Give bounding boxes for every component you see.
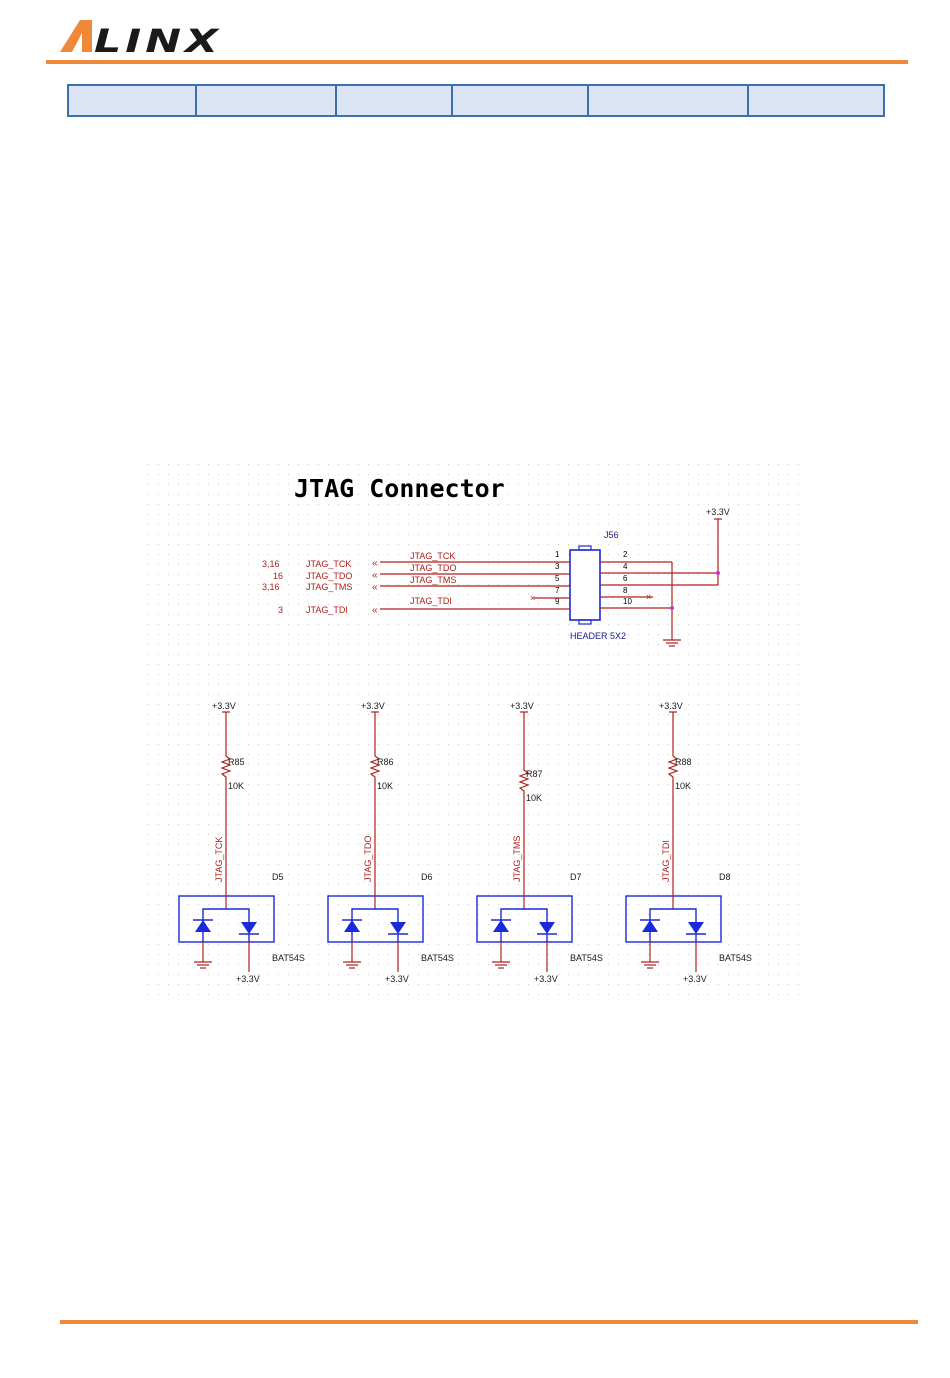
signal-sheet: 3: [278, 605, 283, 615]
pin-number: 5: [555, 574, 560, 583]
alinx-logo: LINX: [60, 20, 222, 60]
signal-net: JTAG_TDI: [410, 596, 452, 606]
svg-text:×: ×: [530, 593, 535, 603]
net-label: JTAG_TDI: [661, 840, 671, 882]
svg-text:«: «: [372, 570, 378, 581]
diode-ref: D5: [272, 872, 284, 882]
header-cell: [67, 84, 197, 117]
power-label: +3.3V: [683, 974, 707, 984]
power-label: +3.3V: [212, 701, 236, 711]
pin-number: 6: [623, 574, 628, 583]
pin-number: 4: [623, 562, 628, 571]
signal-port: JTAG_TMS: [306, 582, 352, 592]
net-label: JTAG_TDO: [363, 836, 373, 882]
protection-block: +3.3V R85 10K JTAG_TCK D5 BAT54S +3.3V: [178, 701, 305, 984]
header-cell: [747, 84, 885, 117]
jtag-header-connector: J56 HEADER 5X2 1 3 5 7 9 2 4 6 8 10: [555, 530, 632, 641]
protection-block: +3.3V R88 10K JTAG_TDI D8 BAT54S +3.3V: [625, 701, 752, 984]
pin-number: 1: [555, 550, 560, 559]
header-cell: [451, 84, 589, 117]
power-label: +3.3V: [534, 974, 558, 984]
connector-power: +3.3V ×: [600, 507, 730, 647]
signal-net: JTAG_TMS: [410, 575, 456, 585]
svg-text:«: «: [372, 605, 378, 616]
jtag-signal-lines: × « « « « 3,16 JTAG_TCK JTAG_TCK 16 JTAG…: [262, 551, 570, 616]
alinx-logo-a-mark: [60, 20, 92, 52]
alinx-logo-text: LINX: [94, 22, 222, 60]
resistor-ref: R86: [377, 757, 394, 767]
diode-ref: D8: [719, 872, 731, 882]
diode-part: BAT54S: [272, 953, 305, 963]
pin-number: 2: [623, 550, 628, 559]
resistor-value: 10K: [675, 781, 691, 791]
diode-part: BAT54S: [421, 953, 454, 963]
signal-sheet: 3,16: [262, 559, 280, 569]
signal-net: JTAG_TCK: [410, 551, 455, 561]
svg-text:«: «: [372, 558, 378, 569]
resistor-value: 10K: [526, 793, 542, 803]
pin-number: 3: [555, 562, 560, 571]
protection-block: +3.3V R86 10K JTAG_TDO D6 BAT54S +3.3V: [327, 701, 454, 984]
power-label: +3.3V: [385, 974, 409, 984]
connector-ref: J56: [604, 530, 619, 540]
resistor-ref: R88: [675, 757, 692, 767]
power-label: +3.3V: [361, 701, 385, 711]
schematic-title: JTAG Connector: [294, 474, 505, 503]
signal-port: JTAG_TDI: [306, 605, 348, 615]
power-label: +3.3V: [659, 701, 683, 711]
header-cell: [587, 84, 749, 117]
resistor-value: 10K: [228, 781, 244, 791]
svg-text:«: «: [372, 582, 378, 593]
diode-ref: D7: [570, 872, 582, 882]
protection-block: +3.3V R87 10K JTAG_TMS D7 BAT54S +3.3V: [476, 701, 603, 984]
resistor-ref: R85: [228, 757, 245, 767]
pin-number: 9: [555, 597, 560, 606]
header-info-table: [67, 84, 885, 117]
diode-ref: D6: [421, 872, 433, 882]
signal-net: JTAG_TDO: [410, 563, 456, 573]
resistor-ref: R87: [526, 769, 543, 779]
header-cell: [195, 84, 337, 117]
pin-number: 8: [623, 586, 628, 595]
signal-port: JTAG_TDO: [306, 571, 352, 581]
pin-number: 10: [623, 597, 632, 606]
footer-divider: [60, 1320, 918, 1324]
signal-sheet: 3,16: [262, 582, 280, 592]
power-label: +3.3V: [510, 701, 534, 711]
header-cell: [335, 84, 453, 117]
header-divider: [46, 60, 908, 64]
diode-part: BAT54S: [570, 953, 603, 963]
net-label: JTAG_TCK: [214, 837, 224, 882]
jtag-schematic: JTAG Connector J56 HEADER 5X2 1 3 5 7 9 …: [148, 464, 802, 1000]
signal-port: JTAG_TCK: [306, 559, 351, 569]
diode-part: BAT54S: [719, 953, 752, 963]
pin-number: 7: [555, 586, 560, 595]
power-label: +3.3V: [236, 974, 260, 984]
signal-sheet: 16: [273, 571, 283, 581]
connector-part: HEADER 5X2: [570, 631, 626, 641]
table-row: [67, 84, 885, 117]
svg-text:×: ×: [646, 592, 651, 602]
net-label: JTAG_TMS: [512, 836, 522, 882]
power-label: +3.3V: [706, 507, 730, 517]
resistor-value: 10K: [377, 781, 393, 791]
